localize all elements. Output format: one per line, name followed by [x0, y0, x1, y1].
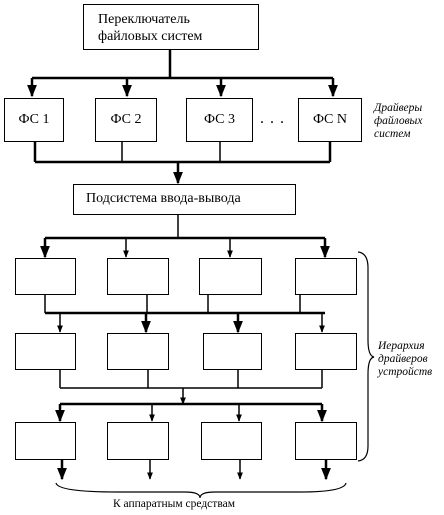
driver-box-r3c4: [295, 422, 357, 460]
fs-box-1: ФС 1: [4, 98, 64, 142]
io-subsystem-label: Подсистема ввода-вывода: [86, 191, 241, 206]
filesystem-switcher-box: Переключатель файловых систем: [83, 4, 259, 50]
fs-label-1: ФС 1: [18, 112, 50, 127]
hierarchy-label-line2: драйверов: [378, 353, 428, 365]
driver-box-r1c1: [15, 258, 76, 295]
drivers-label-line1: Драйверы: [374, 102, 423, 114]
driver-box-r1c3: [199, 258, 262, 295]
switcher-label-line2: файловых систем: [98, 29, 203, 44]
fs-box-3: ФС 3: [186, 98, 253, 142]
fs-box-2: ФС 2: [95, 98, 157, 142]
drivers-label-line2: файловых: [374, 115, 423, 127]
fs-ellipsis: . . .: [260, 110, 285, 127]
driver-box-r3c3: [201, 422, 262, 460]
driver-box-r1c4: [295, 258, 357, 295]
driver-box-r2c1: [15, 333, 76, 370]
fs-box-n: ФС N: [298, 98, 362, 142]
driver-box-r2c4: [295, 333, 357, 370]
driver-box-r3c2: [107, 422, 169, 460]
fs-label-3: ФС 3: [204, 112, 235, 127]
driver-box-r2c2: [107, 333, 169, 370]
hierarchy-label-line3: устройств: [378, 366, 433, 378]
hardware-label: К аппаратным средствам: [113, 498, 235, 510]
drivers-label-line3: систем: [374, 128, 411, 140]
hierarchy-label: Иерархия драйверов устройств: [378, 340, 432, 379]
fs-label-n: ФС N: [312, 112, 347, 127]
drivers-label: Драйверы файловых систем: [374, 102, 422, 141]
hierarchy-label-line1: Иерархия: [378, 340, 425, 352]
driver-box-r2c3: [203, 333, 262, 370]
driver-box-r1c2: [107, 258, 169, 295]
switcher-label-line1: Переключатель: [98, 12, 190, 27]
fs-label-2: ФС 2: [110, 112, 142, 127]
io-subsystem-box: Подсистема ввода-вывода: [73, 184, 296, 215]
driver-box-r3c1: [15, 422, 76, 460]
